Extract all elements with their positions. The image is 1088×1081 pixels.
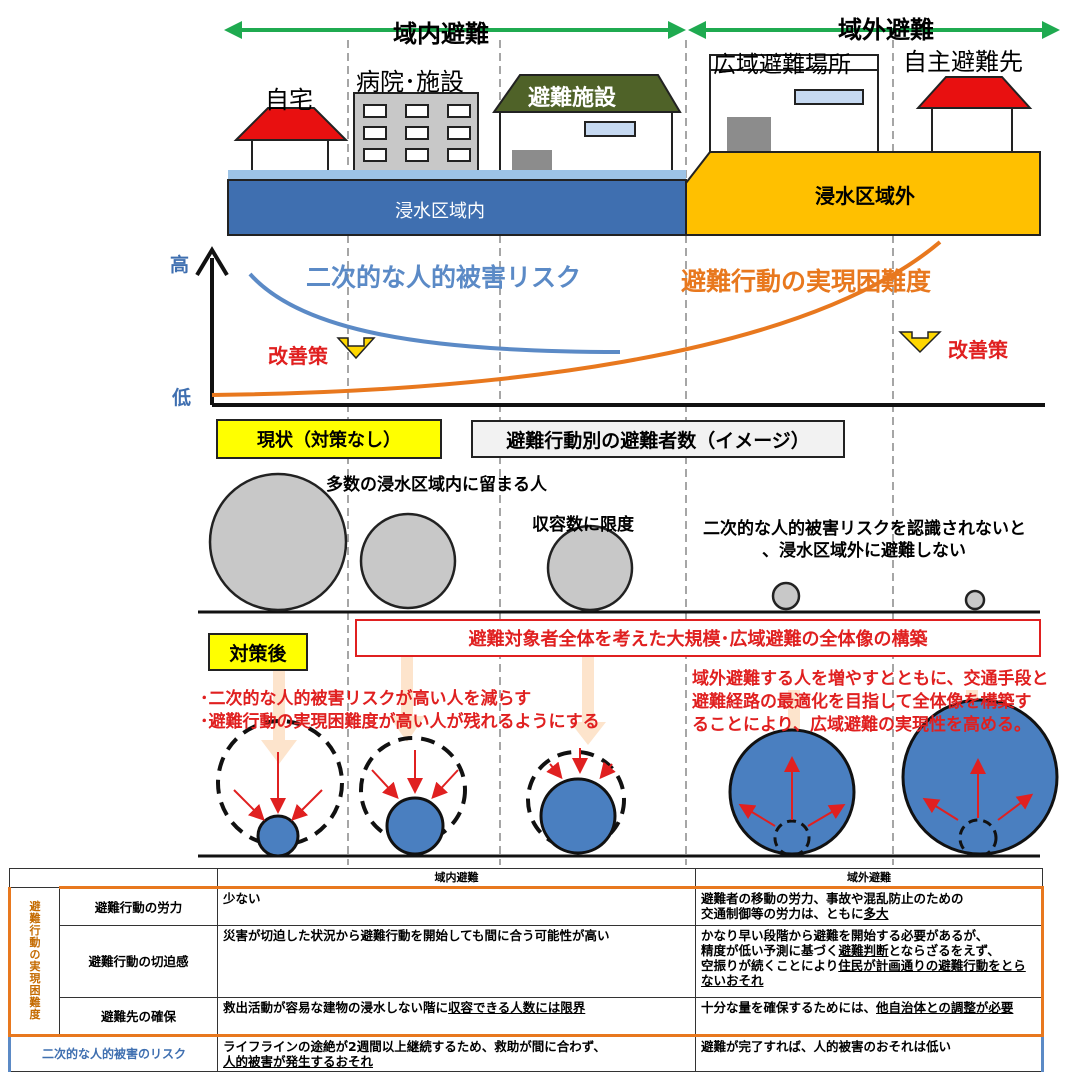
- risk-within: ライフラインの途絶が2週間以上継続するため、救助が間に合わず、人的被害が発生する…: [217, 1034, 696, 1072]
- within-arrow: [224, 21, 686, 39]
- row-outside: 避難者の移動の労力、事故や混乱防止のための交通制御等の労力は、ともに多大: [695, 886, 1044, 926]
- flood-out-ground: [685, 151, 1041, 236]
- improve-label-right: 改善策: [948, 338, 1008, 362]
- improve-arrow-right: [898, 331, 942, 354]
- shelter-label: 避難施設: [528, 86, 617, 111]
- current-label: 現状（対策なし）: [216, 419, 442, 459]
- risk-label: 二次的な人的被害のリスク: [8, 1034, 218, 1072]
- improve-arrow-left: [336, 337, 376, 360]
- table-row: 避難行動の切迫感 災害が切迫した状況から避難行動を開始しても間に合う可能性が高い…: [10, 925, 1044, 998]
- wide-area-label: 広域避難場所: [713, 52, 851, 78]
- flood-in-label: 浸水区域内: [395, 201, 485, 222]
- table-row: 避難先の確保 救出活動が容易な建物の浸水しない階に収容できる人数には限界 十分な…: [10, 997, 1044, 1037]
- row-outside: かなり早い段階から避難を開始する必要があるが、精度が低い予測に基づく避難判断とな…: [695, 925, 1044, 998]
- note-many-stay: 多数の浸水区域内に留まる人: [326, 475, 547, 495]
- comparison-table: 域内避難 域外避難 避難行動の実現困難度 避難行動の労力 少ない 避難者の移動の…: [8, 868, 1044, 1072]
- graph-axes: [195, 246, 1045, 407]
- table-header-row: 域内避難 域外避難: [9, 868, 1043, 888]
- current-title: 避難行動別の避難者数（イメージ）: [471, 420, 845, 458]
- after-left-2: ･避難行動の実現困難度が高い人が残れるようにする: [200, 712, 600, 732]
- hospital-label: 病院･施設: [356, 68, 464, 96]
- difficulty-curve: [211, 240, 942, 397]
- improve-label-left: 改善策: [268, 344, 328, 368]
- difficulty-curve-label: 避難行動の実現困難度: [681, 267, 932, 296]
- table-row: 避難行動の実現困難度 避難行動の労力 少ない 避難者の移動の労力、事故や混乱防止…: [8, 886, 1044, 1037]
- flood-in-ground: [227, 179, 687, 236]
- shelter-building: [492, 74, 682, 176]
- risk-curve-label: 二次的な人的被害リスク: [306, 263, 582, 292]
- row-outside: 十分な量を確保するためには、他自治体との調整が必要: [695, 997, 1044, 1037]
- note-not-recognized-1: 二次的な人的被害リスクを認識されないと: [703, 519, 1026, 539]
- after-right-2: 避難経路の最適化を目指して全体像を構築す: [692, 692, 1032, 712]
- high-label: 高: [170, 254, 190, 276]
- after-circles: [216, 698, 1059, 858]
- current-circles: [208, 472, 986, 612]
- evacuation-diagram: [195, 21, 1060, 865]
- after-left-1: ･二次的な人的被害リスクが高い人を減らす: [200, 689, 532, 709]
- wide-area-building: [709, 54, 879, 156]
- group-label: 避難行動の実現困難度: [8, 887, 60, 1037]
- note-not-recognized-2: 、浸水区域外に避難しない: [762, 541, 966, 561]
- low-label: 低: [172, 387, 192, 409]
- outside-label: 域外避難: [838, 16, 934, 44]
- after-right-3: ることにより、広域避難の実現性を高める。: [692, 715, 1031, 735]
- row-within: 少ない: [217, 886, 696, 926]
- risk-curve: [248, 272, 621, 354]
- outside-arrow: [688, 21, 1060, 39]
- flood-out-label: 浸水区域外: [815, 184, 915, 208]
- hospital-building: [353, 92, 479, 176]
- after-right-1: 域外避難する人を増やすとともに、交通手段と: [692, 669, 1049, 689]
- self-evac-house: [915, 76, 1033, 156]
- row-label: 避難行動の労力: [59, 886, 218, 926]
- self-label: 自主避難先: [903, 48, 1023, 76]
- note-capacity: 収容数に限度: [532, 515, 634, 535]
- risk-outside: 避難が完了すれば、人的被害のおそれは低い: [695, 1034, 1044, 1072]
- home-house: [233, 107, 349, 176]
- row-label: 避難先の確保: [59, 997, 218, 1037]
- row-label: 避難行動の切迫感: [59, 925, 218, 998]
- home-label: 自宅: [265, 86, 313, 114]
- within-label: 域内避難: [393, 20, 489, 48]
- after-label: 対策後: [208, 633, 308, 671]
- row-within: 救出活動が容易な建物の浸水しない階に収容できる人数には限界: [217, 997, 696, 1037]
- table-row: 二次的な人的被害のリスク ライフラインの途絶が2週間以上継続するため、救助が間に…: [8, 1034, 1044, 1072]
- row-within: 災害が切迫した状況から避難行動を開始しても間に合う可能性が高い: [217, 925, 696, 998]
- col-outside: 域外避難: [695, 868, 1043, 888]
- col-within: 域内避難: [217, 868, 696, 888]
- after-banner: 避難対象者全体を考えた大規模･広域避難の全体像の構築: [355, 619, 1041, 657]
